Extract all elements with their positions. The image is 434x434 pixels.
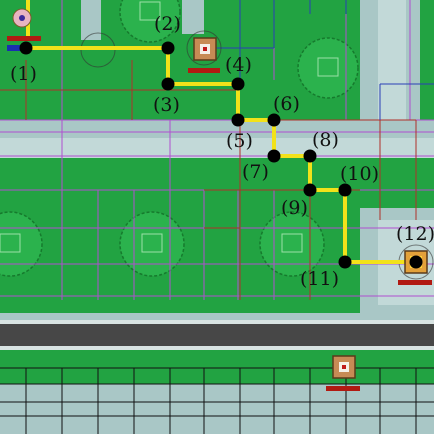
waypoint-label: (7): [242, 161, 269, 183]
waypoint-node[interactable]: [338, 255, 352, 269]
waypoint-node[interactable]: [303, 183, 317, 197]
tree-icon: [119, 0, 181, 43]
waypoint-label: (8): [312, 129, 339, 151]
grid-blue: [204, 0, 434, 120]
waypoint-label: (12): [396, 223, 434, 245]
grid-black: [0, 367, 434, 434]
waypoint-node[interactable]: [267, 113, 281, 127]
waypoint-label: (1): [10, 63, 37, 85]
road-edge-bottom: [0, 346, 434, 350]
tree-icon: [119, 211, 185, 277]
waypoint-label: (4): [225, 54, 252, 76]
waypoint-node[interactable]: [231, 113, 245, 127]
waypoint-node[interactable]: [161, 77, 175, 91]
waypoint-node[interactable]: [409, 255, 423, 269]
player-unit-icon[interactable]: [7, 0, 41, 51]
waypoint-label: (9): [281, 197, 308, 219]
waypoint-node[interactable]: [161, 41, 175, 55]
waypoint-node[interactable]: [19, 41, 33, 55]
waypoint-label: (2): [154, 13, 181, 35]
bottom-pavement: [0, 384, 434, 434]
tree-icon: [297, 37, 359, 99]
waypoint-label: (6): [273, 93, 300, 115]
road-edge: [0, 320, 434, 324]
waypoint-node[interactable]: [267, 149, 281, 163]
waypoint-label: (3): [153, 94, 180, 116]
range-circle: [186, 30, 222, 66]
waypoint-node[interactable]: [231, 77, 245, 91]
waypoint-node[interactable]: [338, 183, 352, 197]
lower-grass: [0, 350, 434, 384]
waypoint-nodes: [19, 41, 423, 269]
waypoint-label: (11): [300, 268, 339, 290]
crate-unit-2-icon[interactable]: [326, 355, 360, 391]
waypoint-labels: (1) (2) (3) (4) (5) (6) (7) (8) (9) (10) (11) (12): [10, 13, 434, 290]
waypoint-label: (5): [226, 130, 253, 152]
tree-icon: [259, 211, 325, 277]
road: [0, 323, 434, 347]
waypoint-node[interactable]: [303, 149, 317, 163]
waypoint-label: (10): [340, 163, 379, 185]
crate-unit-1-icon[interactable]: [188, 37, 220, 73]
